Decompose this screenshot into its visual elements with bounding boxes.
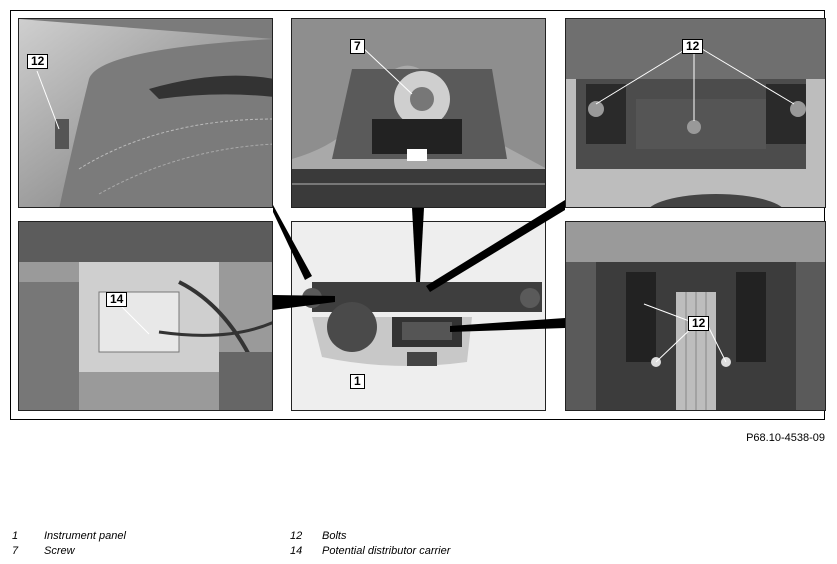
legend-number: 12	[290, 530, 303, 542]
photo-center-drawing	[292, 222, 545, 410]
legend-column-left: 1 Instrument panel 7 Screw	[12, 529, 126, 559]
legend-number: 1	[12, 530, 19, 542]
legend-text: Instrument panel	[44, 530, 126, 542]
callout-14: 14	[106, 292, 128, 307]
legend-item: 1 Instrument panel	[12, 529, 126, 544]
photo-top-left-drawing	[19, 19, 272, 207]
legend-number: 14	[290, 545, 303, 557]
photo-top-center: 7	[291, 18, 546, 208]
callout-7: 7	[350, 39, 365, 54]
legend-item: 14 Potential distributor carrier	[290, 544, 450, 559]
photo-top-right-drawing	[566, 19, 825, 207]
legend-item: 12 Bolts	[290, 529, 450, 544]
photo-top-left: 12	[18, 18, 273, 208]
callout-12-bottom-right: 12	[688, 316, 710, 331]
photo-mid-left-drawing	[19, 222, 272, 410]
legend-text: Screw	[44, 545, 75, 557]
legend-number: 7	[12, 545, 19, 557]
photo-top-center-drawing	[292, 19, 545, 207]
photo-center: 1	[291, 221, 546, 411]
callout-12-top-right: 12	[682, 39, 704, 54]
legend-text: Potential distributor carrier	[322, 545, 451, 557]
legend-text: Bolts	[322, 530, 347, 542]
legend-column-right: 12 Bolts 14 Potential distributor carrie…	[290, 529, 450, 559]
photo-top-right: 12	[565, 18, 826, 208]
document-reference: P68.10-4538-09	[746, 432, 825, 444]
photo-mid-left: 14	[18, 221, 273, 411]
photo-bottom-right: 12	[565, 221, 826, 411]
callout-12-top-left: 12	[27, 54, 49, 69]
callout-1: 1	[350, 374, 365, 389]
legend-item: 7 Screw	[12, 544, 126, 559]
